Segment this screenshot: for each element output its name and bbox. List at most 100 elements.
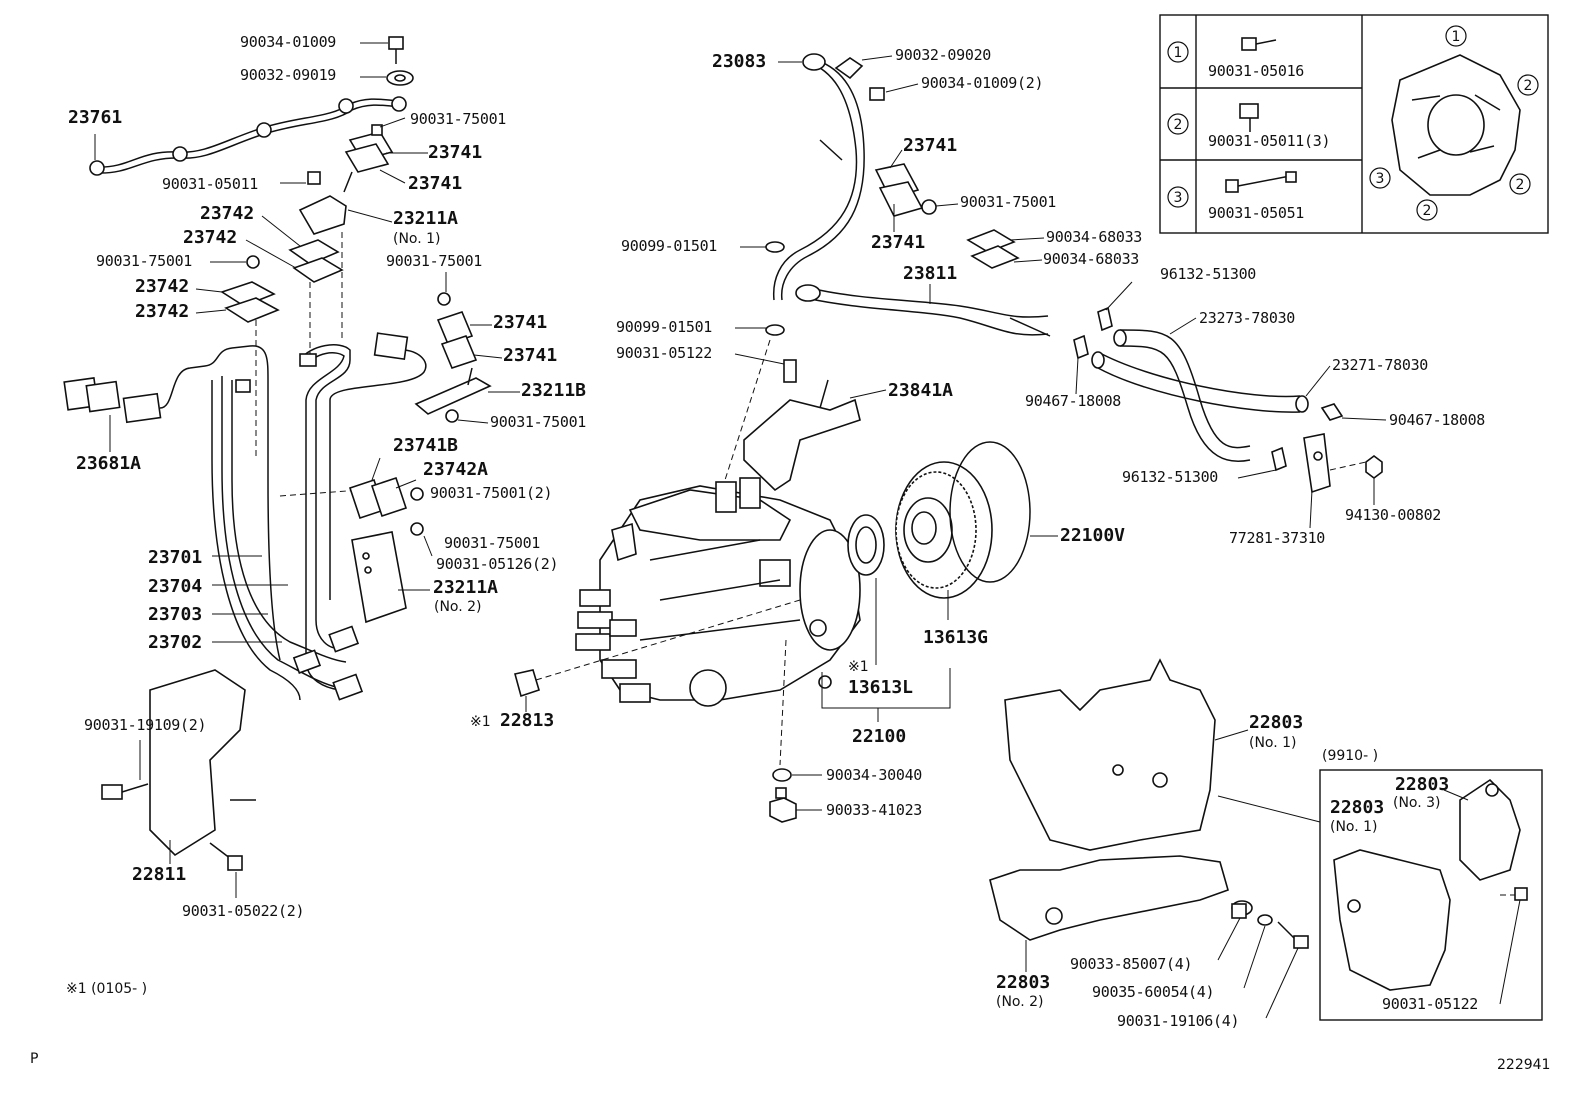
injection-pump-22100 bbox=[575, 477, 861, 707]
part-label: 23701 bbox=[148, 547, 202, 568]
oring-22100V bbox=[949, 441, 1058, 583]
legend-part-number: 90031-05016 bbox=[1208, 62, 1304, 80]
legend-marker: 3 bbox=[1174, 190, 1183, 206]
legend-marker: 1 bbox=[1174, 45, 1183, 61]
circled-marker-icon bbox=[1167, 186, 1189, 208]
part-label: ※1 (0105- ) bbox=[66, 981, 147, 997]
part-label: 94130-00802 bbox=[1345, 506, 1441, 524]
part-label: 23083 bbox=[712, 51, 766, 72]
part-label: 23273-78030 bbox=[1199, 309, 1295, 327]
part-label: P bbox=[30, 1051, 38, 1067]
part-label: (No. 1) bbox=[393, 231, 441, 247]
part-label: 90031-75001 bbox=[410, 110, 506, 128]
part-label: 23742A bbox=[423, 459, 488, 480]
part-label: 23211A bbox=[393, 208, 458, 229]
part-label: 222941 bbox=[1497, 1057, 1550, 1073]
bracket-22811 bbox=[101, 669, 256, 898]
bolt-icon bbox=[1241, 37, 1277, 51]
pipe-23811 bbox=[795, 284, 1051, 337]
part-label: (9910- ) bbox=[1322, 748, 1378, 764]
part-label: 23702 bbox=[148, 632, 202, 653]
part-label: 23841A bbox=[888, 380, 953, 401]
insulator-22803-no2 bbox=[989, 855, 1229, 972]
washer-90032-09019 bbox=[360, 70, 414, 86]
part-label: 22803 bbox=[996, 972, 1050, 993]
plug-22813 bbox=[514, 599, 801, 712]
part-label: 23741 bbox=[493, 312, 547, 333]
hoses-right bbox=[1073, 281, 1387, 529]
part-label: 90031-75001 bbox=[96, 252, 192, 270]
part-label: (No. 2) bbox=[996, 994, 1044, 1010]
part-label: 23742 bbox=[200, 203, 254, 224]
part-label: ※1 bbox=[470, 714, 491, 730]
bracket-line-22100 bbox=[821, 668, 951, 709]
part-label: 90033-85007(4) bbox=[1070, 955, 1192, 973]
part-label: (No. 3) bbox=[1393, 795, 1441, 811]
drain-bolt bbox=[769, 639, 822, 823]
clamp-23741B bbox=[348, 457, 433, 624]
part-label: 23704 bbox=[148, 576, 202, 597]
part-label: 13613L bbox=[848, 677, 913, 698]
clamp-group-middle bbox=[414, 272, 520, 424]
part-label: 23742 bbox=[183, 227, 237, 248]
part-label: 90033-41023 bbox=[826, 801, 922, 819]
bolt-icon bbox=[1225, 171, 1297, 193]
part-label: 90031-75001 bbox=[444, 534, 540, 552]
artwork bbox=[63, 14, 1549, 1021]
part-label: 22803 bbox=[1395, 774, 1449, 795]
injection-pipes bbox=[63, 332, 427, 701]
part-label: 90034-01009(2) bbox=[921, 74, 1043, 92]
part-label: (No. 1) bbox=[1330, 819, 1378, 835]
part-label: 23741 bbox=[408, 173, 462, 194]
part-label: 96132-51300 bbox=[1122, 468, 1218, 486]
leak-pipe-23761 bbox=[89, 96, 407, 176]
bracket-23841A bbox=[743, 379, 887, 492]
bolt-icon bbox=[1239, 103, 1259, 132]
part-label: 90099-01501 bbox=[621, 237, 717, 255]
part-label: (No. 2) bbox=[434, 599, 482, 615]
legend-rows: 1 90031-05016 2 90031-05011(3) 3 90031-0… bbox=[1167, 25, 1539, 222]
part-label: 22100 bbox=[852, 726, 906, 747]
part-label: 90034-68033 bbox=[1046, 228, 1142, 246]
part-label: 90031-05122 bbox=[1382, 995, 1478, 1013]
legend-part-number: 90031-05051 bbox=[1208, 204, 1304, 222]
part-label: 23741 bbox=[503, 345, 557, 366]
part-label: 22803 bbox=[1249, 712, 1303, 733]
legend-part-number: 90031-05011(3) bbox=[1208, 132, 1330, 150]
part-label: 90035-60054(4) bbox=[1092, 983, 1214, 1001]
figure-marker: 2 bbox=[1516, 177, 1525, 193]
part-label: 90031-19106(4) bbox=[1117, 1012, 1239, 1030]
part-label: 90031-75001 bbox=[490, 413, 586, 431]
legend-row-1: 1 90031-05016 bbox=[1167, 41, 1305, 80]
part-label: 13613G bbox=[923, 627, 988, 648]
clamp-group-upper-middle bbox=[874, 149, 1045, 269]
part-label: 23741 bbox=[871, 232, 925, 253]
part-label: 23211A bbox=[433, 577, 498, 598]
pipe-23083 bbox=[724, 53, 919, 481]
part-label: 90031-19109(2) bbox=[84, 716, 206, 734]
legend-figure-markers: 1 2 2 2 3 bbox=[1369, 25, 1539, 221]
figure-marker: 1 bbox=[1452, 29, 1461, 45]
part-label: 22100V bbox=[1060, 525, 1125, 546]
part-label: 23741 bbox=[903, 135, 957, 156]
part-label: 90034-68033 bbox=[1043, 250, 1139, 268]
part-label: 90032-09020 bbox=[895, 46, 991, 64]
insulator-22803-no1 bbox=[1004, 658, 1249, 851]
part-label: 23742 bbox=[135, 276, 189, 297]
part-label: 90031-05022(2) bbox=[182, 902, 304, 920]
part-label: 90031-75001(2) bbox=[430, 484, 552, 502]
part-label: 22811 bbox=[132, 864, 186, 885]
part-label: 77281-37310 bbox=[1229, 529, 1325, 547]
bolt-90034-01009 bbox=[360, 36, 404, 64]
legend-box bbox=[1159, 14, 1549, 234]
part-label: 23742 bbox=[135, 301, 189, 322]
circled-marker-icon bbox=[1167, 113, 1189, 135]
part-label: 90034-01009 bbox=[240, 33, 336, 51]
part-label: 90099-01501 bbox=[616, 318, 712, 336]
circled-marker-icon bbox=[1167, 41, 1189, 63]
part-label: 22803 bbox=[1330, 797, 1384, 818]
part-label: 90031-05011 bbox=[162, 175, 258, 193]
part-label: 90031-05126(2) bbox=[436, 555, 558, 573]
